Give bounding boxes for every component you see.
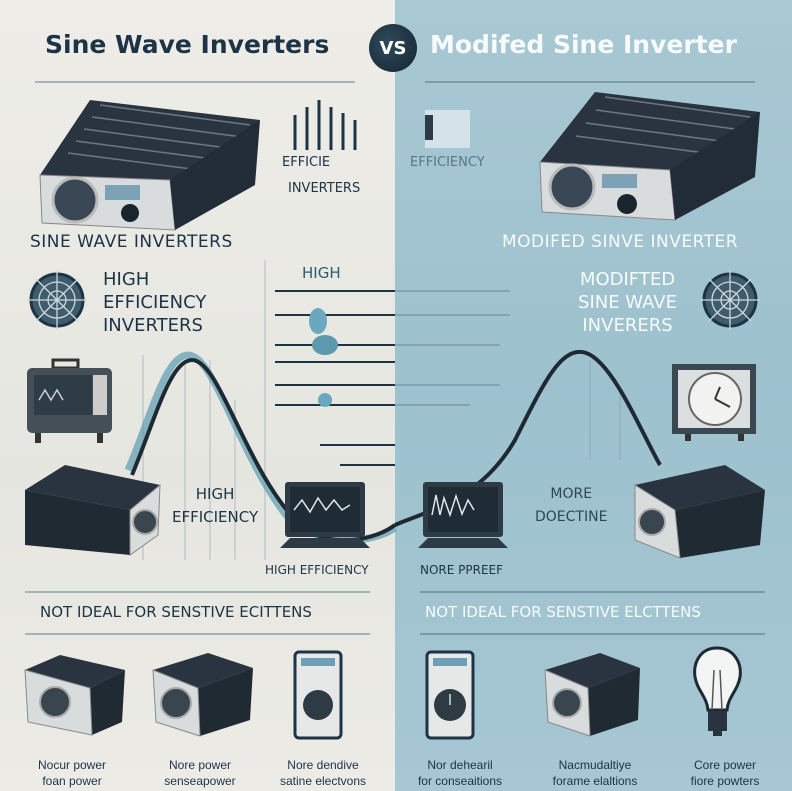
inverter-icon [544, 653, 640, 737]
left-title: Sine Wave Inverters [45, 30, 330, 59]
vs-badge: VS [369, 24, 417, 72]
chart-label: EFFICIENCY [410, 155, 485, 170]
fan-icon [27, 270, 87, 330]
inverter-icon [24, 655, 125, 736]
light-bulb-icon [693, 646, 742, 736]
oscilloscope-icon [27, 358, 112, 443]
inverter-icon [39, 100, 260, 231]
laptop-label: HIGH EFFICIENCY [265, 563, 369, 577]
control-panel-icon [425, 650, 475, 740]
laptop-icon [280, 482, 370, 548]
inverter-icon [539, 92, 760, 221]
high-label: HIGH [302, 264, 341, 282]
clock-icon [672, 364, 756, 441]
inverter-icon [25, 465, 161, 556]
left-note: NOT IDEAL FOR SENSTIVE ECITTENS [40, 603, 312, 621]
efficiency-bars-icon [293, 100, 357, 150]
left-subtitle: SINE WAVE INVERTERS [30, 232, 233, 252]
vs-text: VS [379, 37, 407, 59]
right-subtitle: MODIFED SINVE INVERTER [502, 232, 739, 252]
chart-label: INVERTERS [288, 181, 361, 196]
inverter-icon [634, 465, 765, 559]
laptop-icon [418, 482, 508, 548]
right-note: NOT IDEAL FOR SENSTIVE ELCTTENS [425, 603, 701, 621]
right-title: Modifed Sine Inverter [430, 30, 737, 59]
inverter-icon [152, 653, 253, 737]
efficiency-block-icon [425, 110, 470, 148]
control-panel-icon [293, 650, 343, 740]
fan-icon [700, 270, 760, 330]
chart-label: EFFICIE [282, 155, 331, 170]
laptop-label: NORE PPREEF [420, 563, 504, 577]
